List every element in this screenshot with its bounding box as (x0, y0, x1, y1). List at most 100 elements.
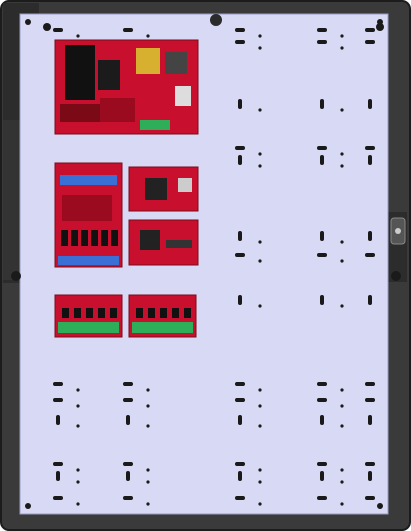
backplate-slot (317, 253, 327, 257)
backplate-slot (317, 146, 327, 150)
backplate-hole (76, 480, 80, 484)
backplate-hole (146, 480, 150, 484)
backplate-slot (53, 28, 63, 32)
backplate-hole (258, 259, 262, 263)
backplate-hole (340, 259, 344, 263)
backplate-hole (258, 404, 262, 408)
backplate-slot (123, 382, 133, 386)
backplate-slot (320, 99, 324, 109)
backplate-slot (126, 415, 130, 425)
backplate-hole (340, 46, 344, 50)
backplate-slot (123, 496, 133, 500)
backplate-slot (368, 295, 372, 305)
backplate-slot (53, 496, 63, 500)
backplate-slot (53, 382, 63, 386)
backplate-slot (238, 231, 242, 241)
backplate-hole (146, 388, 150, 392)
mounting-holes (11, 14, 401, 509)
backplate-slot (235, 496, 245, 500)
backplate-hole (258, 304, 262, 308)
backplate-slot (123, 28, 133, 32)
backplate-slot (238, 295, 242, 305)
backplate-hole (258, 480, 262, 484)
backplate-slot (365, 462, 375, 466)
backplate-hole (258, 502, 262, 506)
backplate-slot (320, 471, 324, 481)
backplate-slot (365, 496, 375, 500)
backplate-hole (76, 34, 80, 38)
backplate-slot (317, 496, 327, 500)
power-supply-board (54, 39, 199, 135)
controller-board-lower (128, 219, 199, 266)
backplate-hole (258, 424, 262, 428)
backplate-slot (235, 146, 245, 150)
backplate-slot (320, 231, 324, 241)
backplate-hole (340, 424, 344, 428)
backplate-hole (258, 34, 262, 38)
backplate-hole (340, 388, 344, 392)
backplate-hole (146, 34, 150, 38)
backplate-hole (340, 480, 344, 484)
backplate-slot (235, 398, 245, 402)
controller-board-upper (128, 166, 199, 212)
backplate-slot (320, 415, 324, 425)
backplate-hole (340, 34, 344, 38)
backplate-hole (76, 502, 80, 506)
backplate-slot (365, 398, 375, 402)
backplate-slot (365, 382, 375, 386)
backplate-slot (317, 398, 327, 402)
backplate-slot (56, 415, 60, 425)
backplate-slot (123, 462, 133, 466)
backplate-hole (76, 388, 80, 392)
backplate-slot (365, 253, 375, 257)
backplate-slot (238, 99, 242, 109)
backplate-hole (340, 502, 344, 506)
backplate-slot (368, 99, 372, 109)
backplate-hole (146, 468, 150, 472)
backplate-hole (340, 404, 344, 408)
backplate-slot (235, 40, 245, 44)
backplate-slots (53, 28, 375, 506)
backplate-hole (340, 108, 344, 112)
backplate-hole (258, 240, 262, 244)
backplate-slot (365, 146, 375, 150)
backplate-slot (317, 462, 327, 466)
relay-output-board (54, 162, 123, 268)
backplate-slot (235, 28, 245, 32)
terminal-board-left (54, 294, 123, 338)
backplate-slot (365, 28, 375, 32)
backplate-slot (320, 155, 324, 165)
backplate-slot (368, 471, 372, 481)
backplate-slot (235, 462, 245, 466)
backplate-hole (340, 164, 344, 168)
backplate-slot (368, 415, 372, 425)
backplate-slot (126, 471, 130, 481)
backplate-hole (340, 152, 344, 156)
backplate-hole (340, 468, 344, 472)
backplate-slot (123, 398, 133, 402)
backplate-slot (317, 28, 327, 32)
latch-screw (395, 228, 401, 234)
backplate-hole (146, 502, 150, 506)
backplate-slot (368, 155, 372, 165)
backplate-hole (76, 424, 80, 428)
backplate-hole (258, 164, 262, 168)
backplate-hole (258, 108, 262, 112)
backplate-slot (238, 155, 242, 165)
backplate-slot (56, 471, 60, 481)
backplate-hole (340, 240, 344, 244)
terminal-board-right (128, 294, 197, 338)
backplate-slot (238, 471, 242, 481)
backplate-hole (340, 304, 344, 308)
backplate-slot (368, 231, 372, 241)
backplate-slot (317, 382, 327, 386)
backplate-slot (53, 398, 63, 402)
backplate-hole (258, 468, 262, 472)
backplate-hole (76, 404, 80, 408)
backplate-slot (53, 462, 63, 466)
backplate-slot (365, 40, 375, 44)
backplate-slot (320, 295, 324, 305)
backplate-slot (235, 382, 245, 386)
backplate-hole (76, 468, 80, 472)
